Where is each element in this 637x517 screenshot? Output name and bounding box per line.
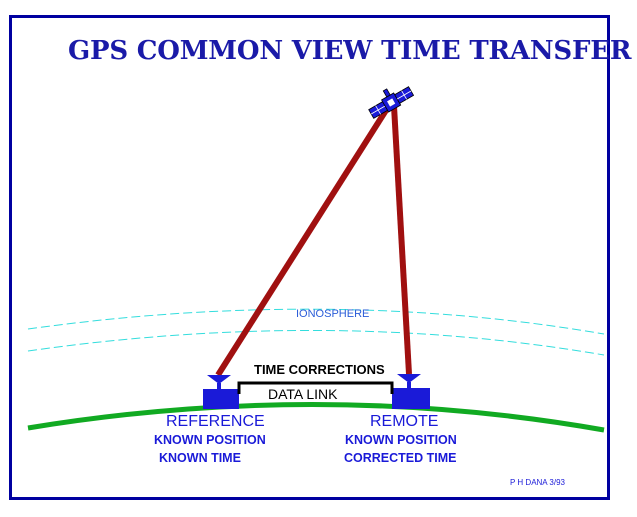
author-credit: P H DANA 3/93 [510, 478, 565, 487]
signal-path-remote [391, 105, 412, 375]
reference-station-name: REFERENCE [166, 413, 265, 430]
signal-path-reference [215, 102, 393, 377]
ionosphere-label: IONOSPHERE [296, 308, 370, 320]
diagram-frame [9, 15, 610, 500]
ionosphere-upper-layer [27, 308, 605, 335]
receiver-box-icon [392, 388, 430, 409]
antenna-icon [397, 374, 421, 389]
diagram-title: GPS COMMON VIEW TIME TRANSFER [68, 36, 632, 66]
time-corrections-label: TIME CORRECTIONS [254, 362, 385, 377]
reference-known-time: KNOWN TIME [159, 451, 241, 465]
reference-known-position: KNOWN POSITION [154, 433, 266, 447]
receiver-box-icon [203, 389, 239, 409]
earth-surface [27, 401, 605, 433]
gps-satellite-icon [368, 86, 415, 119]
data-link-line [237, 381, 394, 394]
antenna-icon [207, 375, 231, 390]
remote-corrected-time: CORRECTED TIME [344, 451, 457, 465]
remote-known-position: KNOWN POSITION [345, 433, 457, 447]
data-link-label: DATA LINK [268, 386, 338, 402]
ionosphere-lower-layer [27, 329, 605, 356]
remote-station-name: REMOTE [370, 413, 439, 430]
